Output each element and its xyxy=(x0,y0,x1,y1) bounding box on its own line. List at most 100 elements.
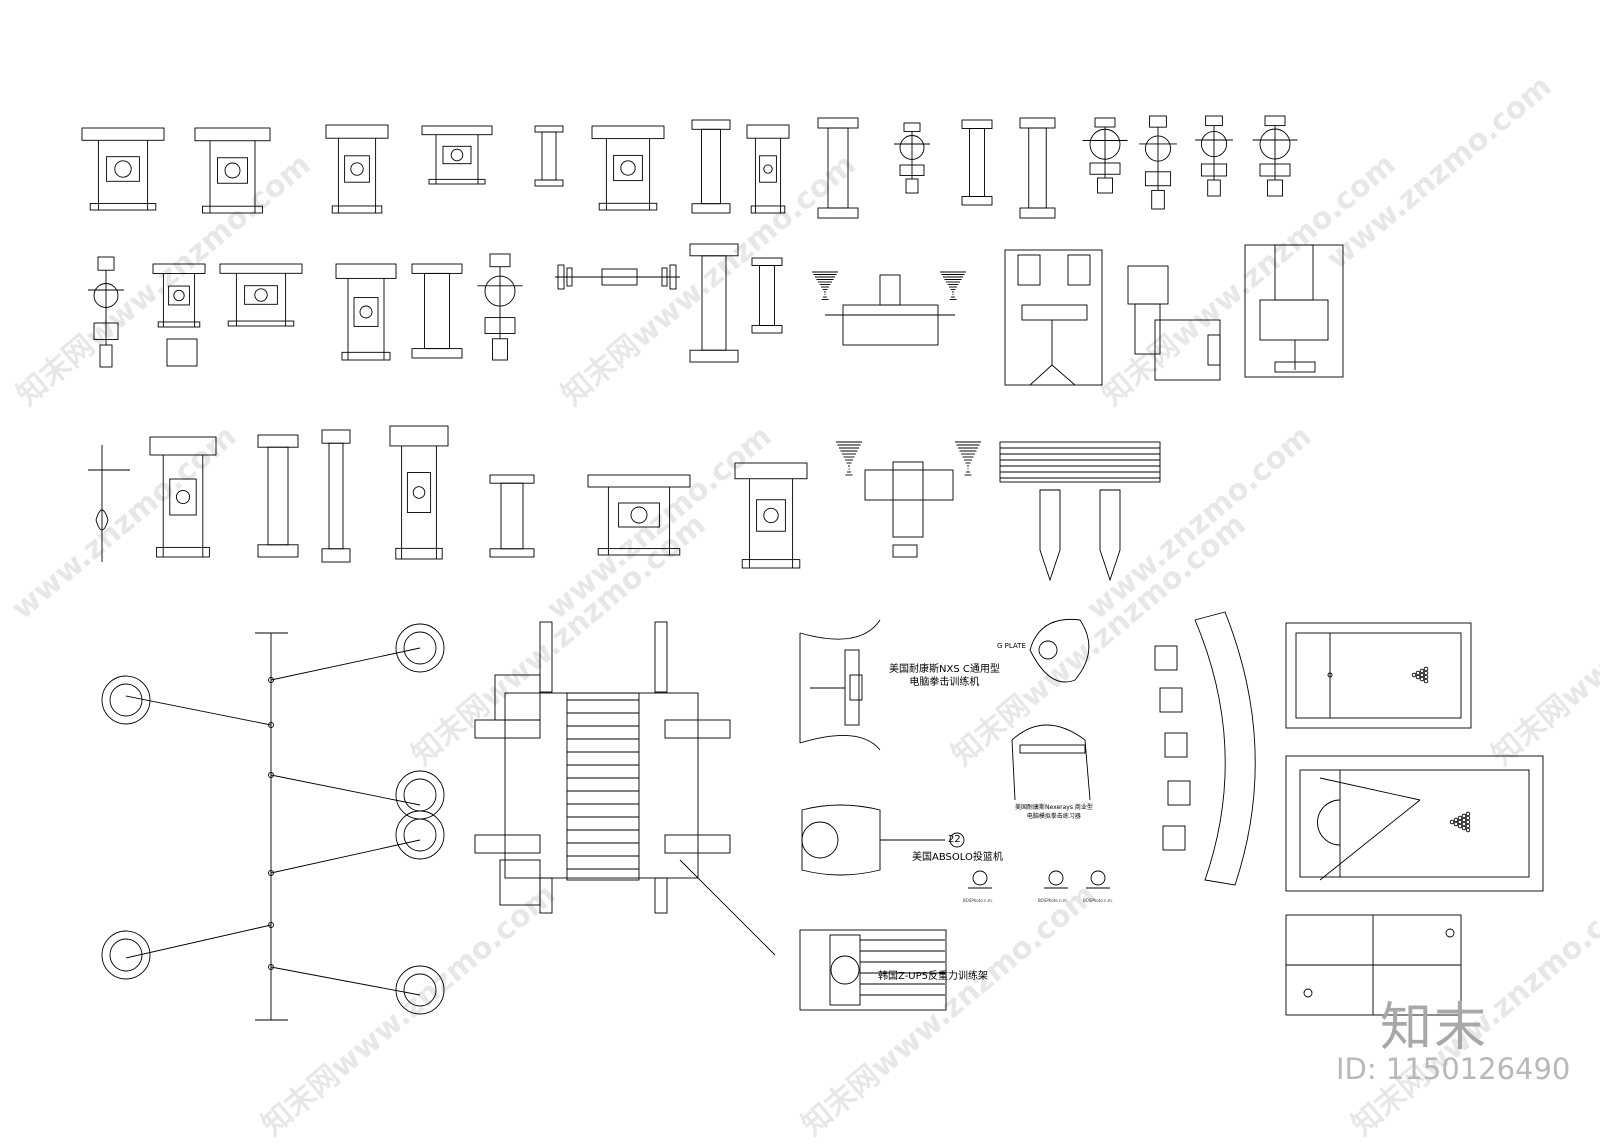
equipment-smith-machine xyxy=(591,125,665,211)
machine-top-bar xyxy=(389,425,449,447)
bag-chain xyxy=(270,839,421,874)
nexerays-label-line2: 电脑模拟拳击练习器 xyxy=(1026,813,1081,820)
equipment-stair-climber xyxy=(817,117,859,219)
boxing-frame xyxy=(844,649,860,726)
equipment-vertical-climber xyxy=(257,434,299,558)
tt-ball-1 xyxy=(1445,928,1455,938)
machine-pivot xyxy=(620,160,636,176)
g-plate-hub xyxy=(1038,640,1058,660)
pool-ball xyxy=(1423,666,1429,672)
barbell-plate-right-2 xyxy=(661,267,668,287)
machine-top-bar xyxy=(219,263,303,274)
cable-row-handle xyxy=(1207,334,1221,366)
snooker-outer xyxy=(1285,755,1544,892)
hook-point xyxy=(268,870,274,876)
bike-console xyxy=(1149,115,1167,128)
bike-seat xyxy=(1200,163,1228,177)
equipment-spin-bike-3 xyxy=(1195,115,1233,197)
machine-seat xyxy=(759,155,777,183)
small-note-2: BOSPhoto n.m. xyxy=(1038,898,1069,903)
machine-pivot xyxy=(359,305,373,319)
nexerays-label-line1: 美国耐康斯Nexerays 商业型 xyxy=(1015,804,1093,811)
equipment-cable-cross xyxy=(219,263,303,327)
machine-pivot xyxy=(350,162,364,176)
basketball-hoop xyxy=(801,821,839,859)
pole-bag xyxy=(95,509,109,531)
cage-leg xyxy=(1029,364,1053,386)
snooker-ball xyxy=(1457,815,1463,821)
boxing-curve-top xyxy=(799,619,881,640)
snooker-ball xyxy=(1453,821,1459,827)
machine-seat xyxy=(613,154,643,182)
boxing-curve-bottom xyxy=(799,735,881,751)
snooker-ball xyxy=(1461,817,1467,823)
equipment-cable-row xyxy=(1127,265,1221,381)
snooker-ball xyxy=(1461,825,1467,831)
pool-ball xyxy=(1423,678,1429,684)
barbell-plate-left-2 xyxy=(566,267,573,287)
machine-pivot xyxy=(175,489,191,505)
press-frame xyxy=(864,469,954,501)
boxing-machine-label: 美国耐康斯NXS C通用型 电脑拳击训练机 xyxy=(889,663,1000,689)
equipment-basketball-machine xyxy=(801,804,965,876)
machine-seat xyxy=(442,145,472,165)
equipment-upright-bike xyxy=(894,122,930,194)
upright-column xyxy=(701,128,721,205)
bike-wheel xyxy=(1200,130,1228,158)
machine-top-bar xyxy=(325,124,389,139)
upright-column xyxy=(267,446,289,546)
machine-seat xyxy=(244,285,278,305)
equipment-small-disk-3 xyxy=(1086,870,1110,889)
upright-base xyxy=(689,349,739,363)
upright-base xyxy=(817,207,859,219)
upright-base xyxy=(257,544,299,558)
equipment-g-plate xyxy=(1029,618,1090,683)
bike-base xyxy=(1151,189,1165,210)
barbell-plate-right xyxy=(669,264,677,290)
pool-ball xyxy=(1423,674,1429,680)
upright-cap xyxy=(534,125,564,133)
pool-inner xyxy=(1295,632,1462,719)
machine-seat xyxy=(106,156,140,182)
upright-cap xyxy=(411,263,463,274)
g-plate-label: G PLATE xyxy=(997,642,1026,650)
equipment-flat-bench xyxy=(961,119,993,206)
bar-chair-3 xyxy=(1164,732,1188,758)
bike-base xyxy=(905,178,919,194)
equipment-curved-bar xyxy=(1154,611,1256,886)
bike-console xyxy=(1094,117,1116,128)
snooker-ball xyxy=(1457,819,1463,825)
chair-seat xyxy=(1159,687,1183,713)
bike-console xyxy=(97,256,115,271)
machine-base xyxy=(227,320,295,327)
equipment-barbell xyxy=(555,264,680,290)
pool-ball xyxy=(1411,672,1417,678)
hook-point xyxy=(268,772,274,778)
cage-outer xyxy=(1004,249,1103,386)
person-arms xyxy=(101,675,151,725)
machine-pivot xyxy=(254,288,268,302)
basketball-body xyxy=(801,804,881,876)
zup5-label: 韩国Z-UP5反重力训练架 xyxy=(878,971,988,982)
gym-arm-top-right xyxy=(664,719,731,739)
machine-pivot xyxy=(224,162,241,179)
hook-point xyxy=(268,677,274,683)
bike-wheel xyxy=(1144,135,1172,162)
equipment-multi-station-1 xyxy=(81,127,165,211)
machine-pivot xyxy=(763,164,773,174)
upright-column xyxy=(541,131,557,181)
equipment-rower-base xyxy=(166,338,198,367)
gym-arm-bottom-right xyxy=(664,834,731,854)
press-bench xyxy=(892,461,924,538)
press-seat xyxy=(879,274,901,306)
machine-base xyxy=(202,205,263,214)
snooker-ball xyxy=(1461,813,1467,819)
upright-cap xyxy=(961,119,993,129)
equipment-press-with-stacks xyxy=(836,441,981,558)
zup5-wheel xyxy=(830,955,860,985)
equipment-pec-deck xyxy=(325,124,389,214)
bike-wheel xyxy=(1089,128,1121,160)
snooker-cue xyxy=(1319,799,1421,881)
machine-seat xyxy=(344,155,370,183)
cable-row-stack xyxy=(1127,265,1169,305)
